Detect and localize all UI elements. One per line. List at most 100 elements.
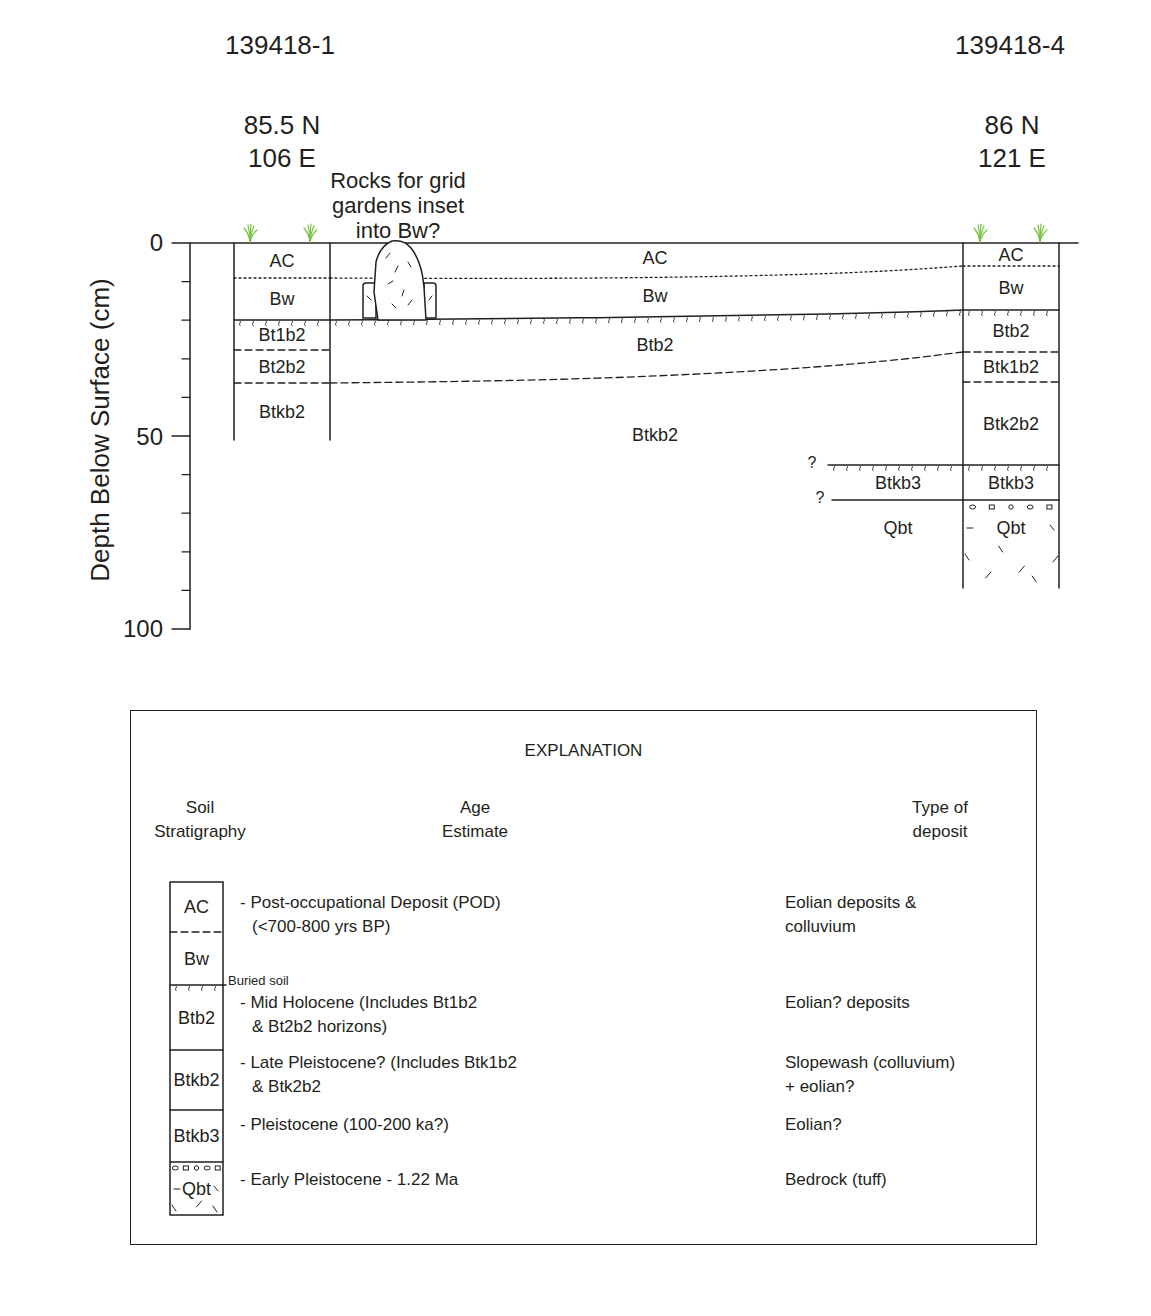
column-wall [329,243,331,440]
tuff-mark [1032,576,1036,582]
buried-soil-tick [790,316,791,321]
horizon-boundary [963,265,1059,266]
axis-tick [172,628,190,629]
tuff-mark [214,1186,218,1191]
buried-soil-tick [1033,311,1034,316]
horizon-name: Btkb3 [173,1127,219,1145]
buried-soil-tick [881,314,882,319]
buried-soil-tick [491,320,492,325]
tuff-clast [183,1166,188,1170]
age-estimate: - Post-occupational Deposit (POD) (<700-… [240,891,512,939]
tick-label: 0 [100,229,163,257]
buried-soil-tick [846,466,847,471]
buried-soil-tick [946,312,947,317]
soil-horizon-cell: Btkb3 [963,465,1059,500]
buried-soil-tick [699,317,700,322]
buried-soil-tick [504,320,505,325]
tuff-mark [967,528,973,529]
horizon-name: Bw [269,290,294,308]
horizon-label: Qbt [858,517,938,539]
grass-blade [310,230,317,242]
buried-soil-tick [621,318,622,323]
horizon-name: Qbt [182,1180,211,1198]
column-wall [962,243,964,588]
buried-soil-tick [188,986,189,991]
tuff-clast [1009,505,1013,509]
buried-soil-tick [608,319,609,324]
rock-texture [408,262,411,267]
horizon-boundary [832,499,963,501]
buried-soil-tick [478,320,479,325]
rock-texture [392,304,396,308]
horizon-boundary [234,382,330,383]
buried-soil-tick [924,466,925,471]
legend-column-header: Type of deposit [895,796,985,844]
tuff-clast [970,505,976,509]
horizon-boundary [170,1109,223,1111]
buried-soil-tick [950,466,951,471]
axis-tick [182,513,190,514]
tuff-mark [1050,525,1054,530]
explanation-box: EXPLANATIONACBwBtb2Btkb2Btkb3Qbt [130,710,1037,1245]
buried-soil-tick [855,314,856,319]
buried-soil-tick [348,321,349,326]
horizon-name: Bt1b2 [258,326,305,344]
soil-horizon-cell: Btb2 [963,310,1059,352]
legend-heading: EXPLANATION [131,741,1036,761]
horizon-boundary [234,319,330,321]
buried-soil-tick [175,986,176,991]
ground-surface [172,242,1078,244]
rock-texture [402,290,404,296]
horizon-name: Btkb2 [259,403,305,421]
tuff-mark [965,554,969,560]
axis-tick [182,551,190,552]
horizon-boundary [330,266,963,278]
buried-soil-tick [981,311,982,316]
horizon-name: Qbt [996,519,1025,537]
tuff-mark [174,1189,180,1190]
soil-horizon-cell: Btb2 [170,985,223,1050]
horizon-name: Btk2b2 [983,415,1039,433]
buried-soil-tick [1007,466,1008,471]
tuff-clast [215,1166,220,1170]
buried-soil-tick [278,321,279,326]
buried-soil-tick [816,315,817,320]
buried-soil-tick [833,466,834,471]
soil-horizon-cell: Bw [170,932,223,985]
buried-soil-tick [252,321,253,326]
buried-soil-tick [201,986,202,991]
horizon-name: Bw [184,950,209,968]
buried-soil-tick [1020,466,1021,471]
horizon-boundary [170,1049,223,1051]
horizon-name: Btkb3 [988,474,1034,492]
buried-soil-tick [829,315,830,320]
soil-horizon-cell: Btkb2 [170,1050,223,1110]
tick-label: 50 [100,423,163,451]
age-estimate: - Late Pleistocene? (Includes Btk1b2 & B… [240,1051,527,1099]
buried-soil-tick [894,313,895,318]
rock-texture [388,281,393,284]
horizon-name: Btkb2 [173,1071,219,1089]
buried-soil-tick [898,466,899,471]
horizon-label: AC [615,247,695,269]
rock-texture [408,300,412,305]
site-number: 139418-4 [930,29,1090,61]
axis-tick [172,435,190,436]
horizon-name: Btk1b2 [983,358,1039,376]
buried-soil-tick [842,315,843,320]
buried-soil-tick [291,321,292,326]
tuff-clast [204,1166,210,1170]
buried-soil-tick [556,319,557,324]
tuff-clast [194,1166,198,1170]
column-wall [233,243,235,440]
legend-column-header: Age Estimate [435,796,515,844]
horizon-boundary [170,1161,223,1163]
buried-soil-tick [885,466,886,471]
soil-horizon-cell: Qbt [963,500,1059,556]
buried-soil-tick [582,319,583,324]
horizon-boundary [963,381,1059,382]
grid-coordinate: 121 E [932,142,1092,174]
soil-horizon-cell: Btkb2 [234,383,330,440]
buried-soil-tick [968,311,969,316]
rock-texture [429,296,432,300]
